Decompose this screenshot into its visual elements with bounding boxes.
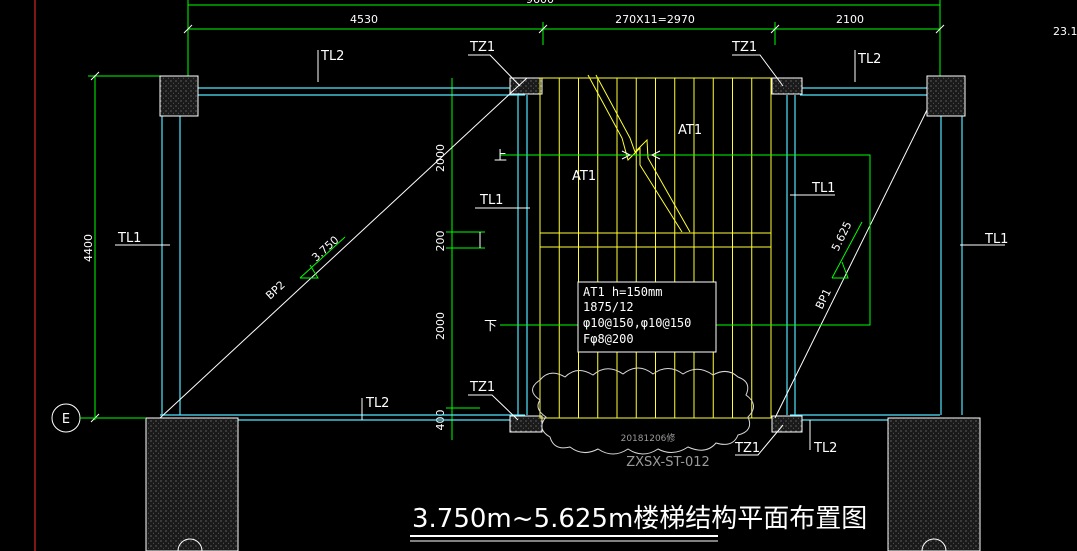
- column-tz1-top-left: [509, 77, 543, 95]
- label-at1-upper: AT1: [678, 123, 702, 138]
- corner-label: 23.100: [1053, 25, 1077, 38]
- column-top-right: [926, 75, 966, 117]
- dim-mid3: 2000: [434, 312, 447, 340]
- stair-landing: [539, 77, 772, 419]
- break-line: [587, 74, 683, 233]
- label-tl2-top-right: TL2: [857, 52, 881, 67]
- column-tz1-bottom-left: [509, 415, 543, 433]
- note-line-2: 1875/12: [583, 300, 634, 314]
- column-top-left: [159, 75, 199, 117]
- label-tl2-top-left: TL2: [320, 49, 344, 64]
- dim-left-total: 4400: [82, 234, 95, 262]
- left-dimension: [88, 71, 170, 423]
- bp1-diagonal: [774, 109, 928, 419]
- axis-e-label: E: [62, 412, 70, 427]
- break-line-inner: [595, 74, 691, 233]
- label-tz1-bottom-left: TZ1: [469, 380, 495, 395]
- label-elev-right: 5.625: [829, 219, 854, 253]
- column-bottom-right: [887, 417, 981, 551]
- column-tz1-top-right: [771, 77, 803, 95]
- label-tl1-left: TL1: [117, 231, 141, 246]
- column-bottom-left: [145, 417, 239, 551]
- note-box: [577, 281, 717, 353]
- elevation-mark-right: [831, 221, 863, 279]
- dim-seg2: 270X11=2970: [615, 13, 695, 26]
- label-up: 上: [494, 149, 507, 164]
- stair-treads: [558, 78, 753, 418]
- column-tz1-bottom-right: [771, 415, 803, 433]
- middle-dimension: [446, 78, 485, 440]
- columns: [145, 75, 981, 551]
- dim-top-total: 9600: [526, 0, 554, 6]
- dim-seg3: 2100: [836, 13, 864, 26]
- drawing-title: 3.750m~5.625m楼梯结构平面布置图: [412, 504, 867, 534]
- cloud-stamp-line2: ZXSX-ST-012: [626, 455, 710, 470]
- beam-outlines: [160, 87, 963, 421]
- label-tl2-bottom-left: TL2: [365, 396, 389, 411]
- label-elev-left: 3.750: [309, 233, 341, 264]
- label-bp1: BP1: [813, 287, 834, 312]
- label-tz1-top-left: TZ1: [469, 40, 495, 55]
- label-tl2-bottom-right: TL2: [813, 441, 837, 456]
- bp2-diagonal: [159, 77, 528, 419]
- elevation-mark-left: [299, 236, 346, 279]
- label-at1-lower: AT1: [572, 169, 596, 184]
- label-tl1-mid-right: TL1: [811, 181, 835, 196]
- axis-bubble-bottom-right: [921, 538, 947, 551]
- label-tz1-bottom-right: TZ1: [734, 441, 760, 456]
- dim-mid2: 200: [434, 231, 447, 252]
- leader-lines: [115, 50, 1005, 456]
- label-tz1-top-right: TZ1: [731, 40, 757, 55]
- note-line-3: φ10@150,φ10@150: [583, 316, 691, 330]
- label-bp2: BP2: [263, 278, 287, 302]
- dim-seg1: 4530: [350, 13, 378, 26]
- note-line-1: AT1 h=150mm: [583, 285, 662, 299]
- revision-cloud: [532, 367, 754, 455]
- label-tl1-right: TL1: [984, 232, 1008, 247]
- cloud-stamp-line1: 20181206修: [621, 432, 676, 444]
- note-line-4: Fφ8@200: [583, 332, 634, 346]
- label-down: 下: [484, 319, 497, 334]
- label-tl1-mid-left: TL1: [479, 193, 503, 208]
- top-dimensions: [183, 0, 945, 80]
- axis-bubble-bottom-left: [177, 538, 203, 551]
